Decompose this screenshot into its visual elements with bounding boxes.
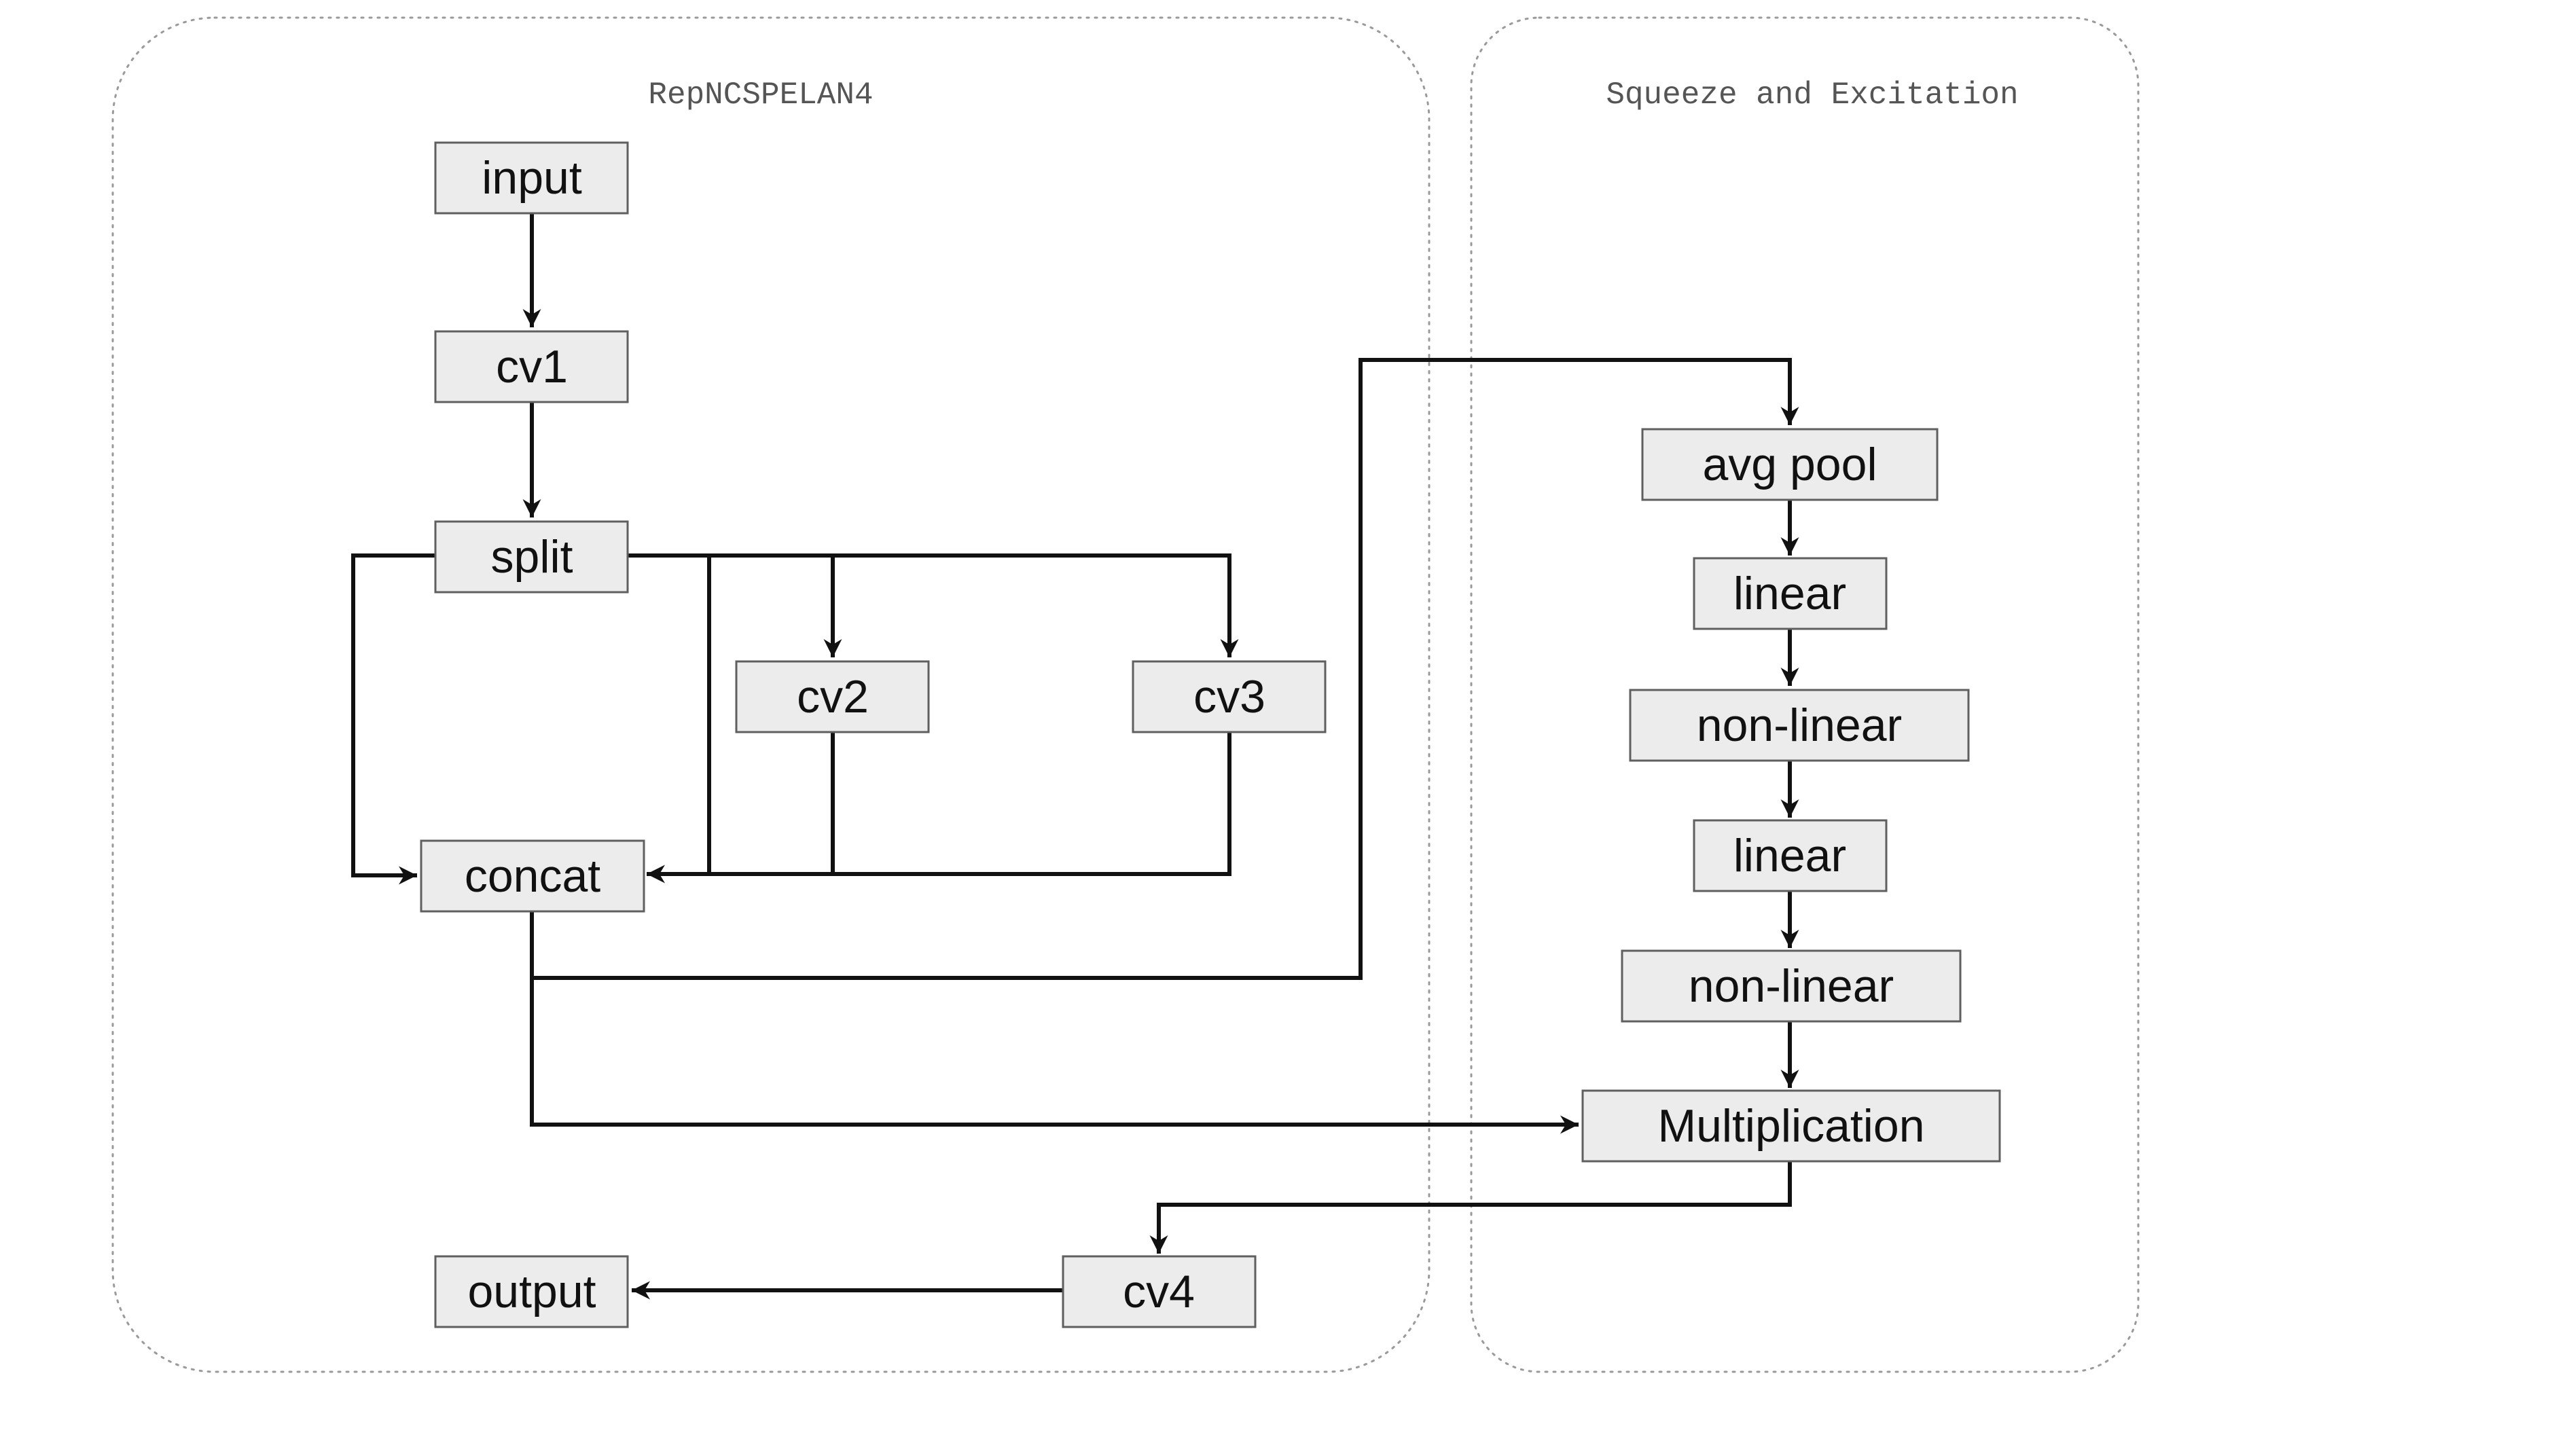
group-frame-repncspelan4: [111, 16, 1431, 1373]
node-input[interactable]: input: [434, 141, 629, 215]
edges: [351, 213, 1799, 1300]
node-label-cv4: cv4: [1123, 1266, 1195, 1317]
group-squeeze-excitation: Squeeze and Excitation: [1470, 16, 2140, 1373]
node-box-input: [434, 141, 629, 215]
node-label-non-linear-2: non-linear: [1689, 960, 1894, 1012]
node-label-split: split: [491, 531, 573, 583]
node-box-non-linear-2: [1621, 949, 1962, 1023]
node-box-cv2: [735, 660, 930, 733]
node-label-cv3: cv3: [1193, 671, 1265, 723]
node-non-linear-2[interactable]: non-linear: [1621, 949, 1962, 1023]
node-output[interactable]: output: [434, 1255, 629, 1328]
node-box-cv4: [1062, 1255, 1257, 1328]
node-box-avg-pool: [1641, 428, 1939, 501]
node-cv4[interactable]: cv4: [1062, 1255, 1257, 1328]
node-label-linear-1: linear: [1733, 568, 1846, 619]
edge-concat-to-avg-pool: [530, 358, 1799, 980]
node-box-linear-1: [1693, 557, 1888, 630]
node-box-output: [434, 1255, 629, 1328]
node-avg-pool[interactable]: avg pool: [1641, 428, 1939, 501]
edge-split-to-concat-left: [351, 553, 435, 885]
node-non-linear-1[interactable]: non-linear: [1629, 689, 1970, 762]
node-label-non-linear-1: non-linear: [1697, 699, 1902, 751]
group-frame-squeeze-excitation: [1470, 16, 2140, 1373]
node-box-split: [434, 520, 629, 594]
node-box-linear-2: [1693, 819, 1888, 892]
node-split[interactable]: split: [434, 520, 629, 594]
node-box-cv3: [1132, 660, 1327, 733]
node-box-non-linear-1: [1629, 689, 1970, 762]
group-title-squeeze-excitation: Squeeze and Excitation: [1606, 77, 2018, 113]
node-linear-2[interactable]: linear: [1693, 819, 1888, 892]
node-label-output: output: [467, 1266, 596, 1317]
edge-multiplication-to-cv4: [1149, 1161, 1792, 1254]
node-multiplication[interactable]: Multiplication: [1581, 1089, 2001, 1163]
node-cv2[interactable]: cv2: [735, 660, 930, 733]
group-repncspelan4: RepNCSPELAN4: [111, 16, 1431, 1373]
node-label-input: input: [482, 152, 582, 204]
node-label-avg-pool: avg pool: [1702, 439, 1877, 490]
node-concat[interactable]: concat: [420, 839, 645, 913]
node-cv3[interactable]: cv3: [1132, 660, 1327, 733]
node-label-concat: concat: [465, 850, 600, 902]
edge-concat-to-multiplication: [530, 978, 1579, 1134]
group-title-repncspelan4: RepNCSPELAN4: [648, 77, 873, 113]
node-label-cv1: cv1: [496, 341, 568, 393]
node-label-cv2: cv2: [797, 671, 869, 723]
edge-split-to-cv3: [833, 553, 1239, 657]
node-box-multiplication: [1581, 1089, 2001, 1163]
node-label-multiplication: Multiplication: [1657, 1100, 1924, 1152]
edge-cv3-to-concat: [647, 732, 1231, 884]
edge-split-to-cv2: [628, 553, 842, 657]
node-cv1[interactable]: cv1: [434, 330, 629, 403]
edge-split-to-concat-right: [628, 553, 711, 872]
node-label-linear-2: linear: [1733, 830, 1846, 881]
node-linear-1[interactable]: linear: [1693, 557, 1888, 630]
node-box-cv1: [434, 330, 629, 403]
node-box-concat: [420, 839, 645, 913]
nodes: input cv1 split cv2 cv3 concat avg pool: [420, 141, 2001, 1328]
